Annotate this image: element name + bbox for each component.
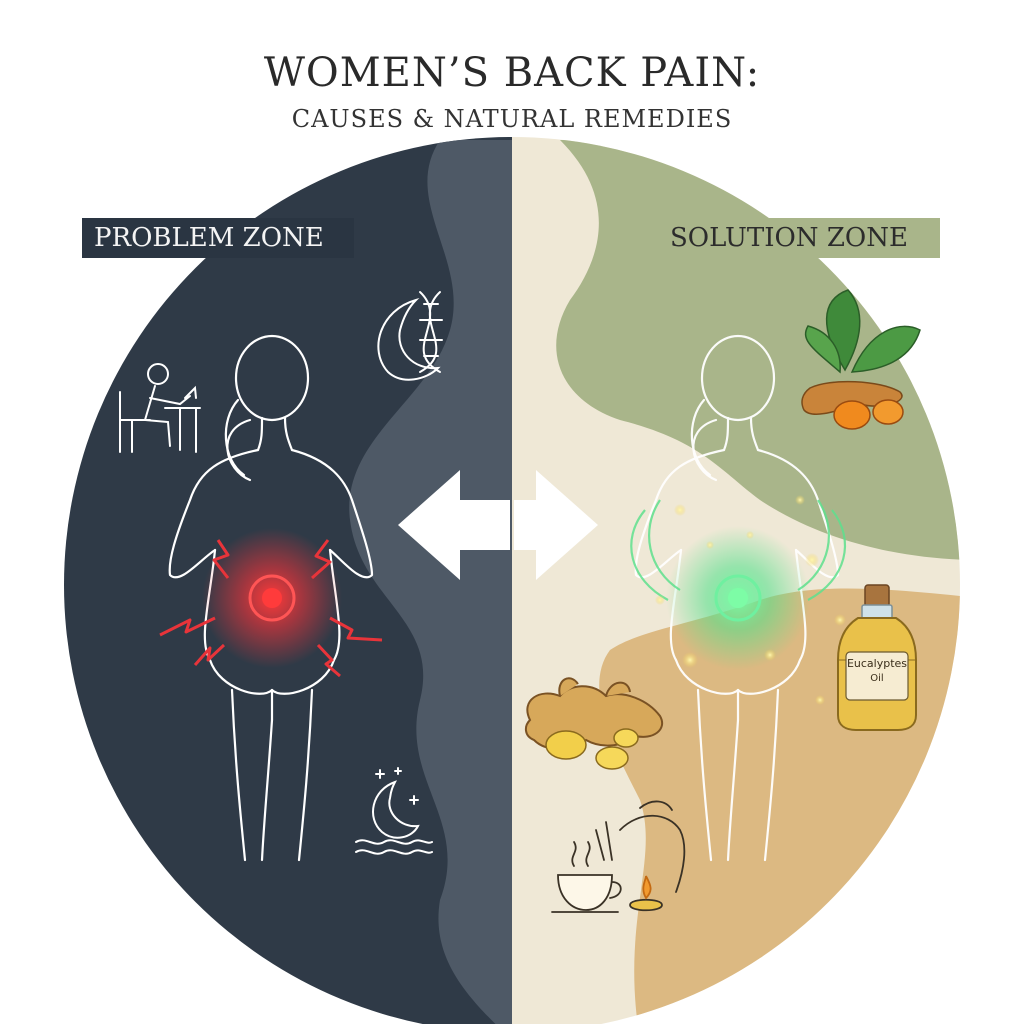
pain-ring <box>248 574 296 622</box>
solution-zone-label: SOLUTION ZONE <box>658 218 940 258</box>
desk-worker-icon <box>119 363 201 453</box>
dna-moon-icon <box>377 291 443 381</box>
relief-core <box>728 588 748 608</box>
turmeric-icon <box>801 289 921 430</box>
bottle-label-line1: Eucalyptes <box>847 657 907 670</box>
page-title: WOMEN’S BACK PAIN: <box>263 50 761 96</box>
page-subtitle: CAUSES & NATURAL REMEDIES <box>291 105 733 133</box>
double-arrow-icon[interactable] <box>398 470 598 580</box>
massage-tea-candle-icon <box>551 800 686 913</box>
eucalyptus-oil-bottle-icon <box>837 584 917 731</box>
solution-half <box>512 137 960 1024</box>
bottle-label-line2: Oil <box>870 673 883 684</box>
moon-waves-icon <box>355 767 433 855</box>
ginger-icon <box>524 677 663 770</box>
problem-zone-label: PROBLEM ZONE <box>82 218 354 258</box>
lightning-bolt-icons <box>159 539 383 678</box>
pain-core <box>262 588 282 608</box>
sparkles <box>655 495 846 705</box>
relief-ring <box>714 574 762 622</box>
